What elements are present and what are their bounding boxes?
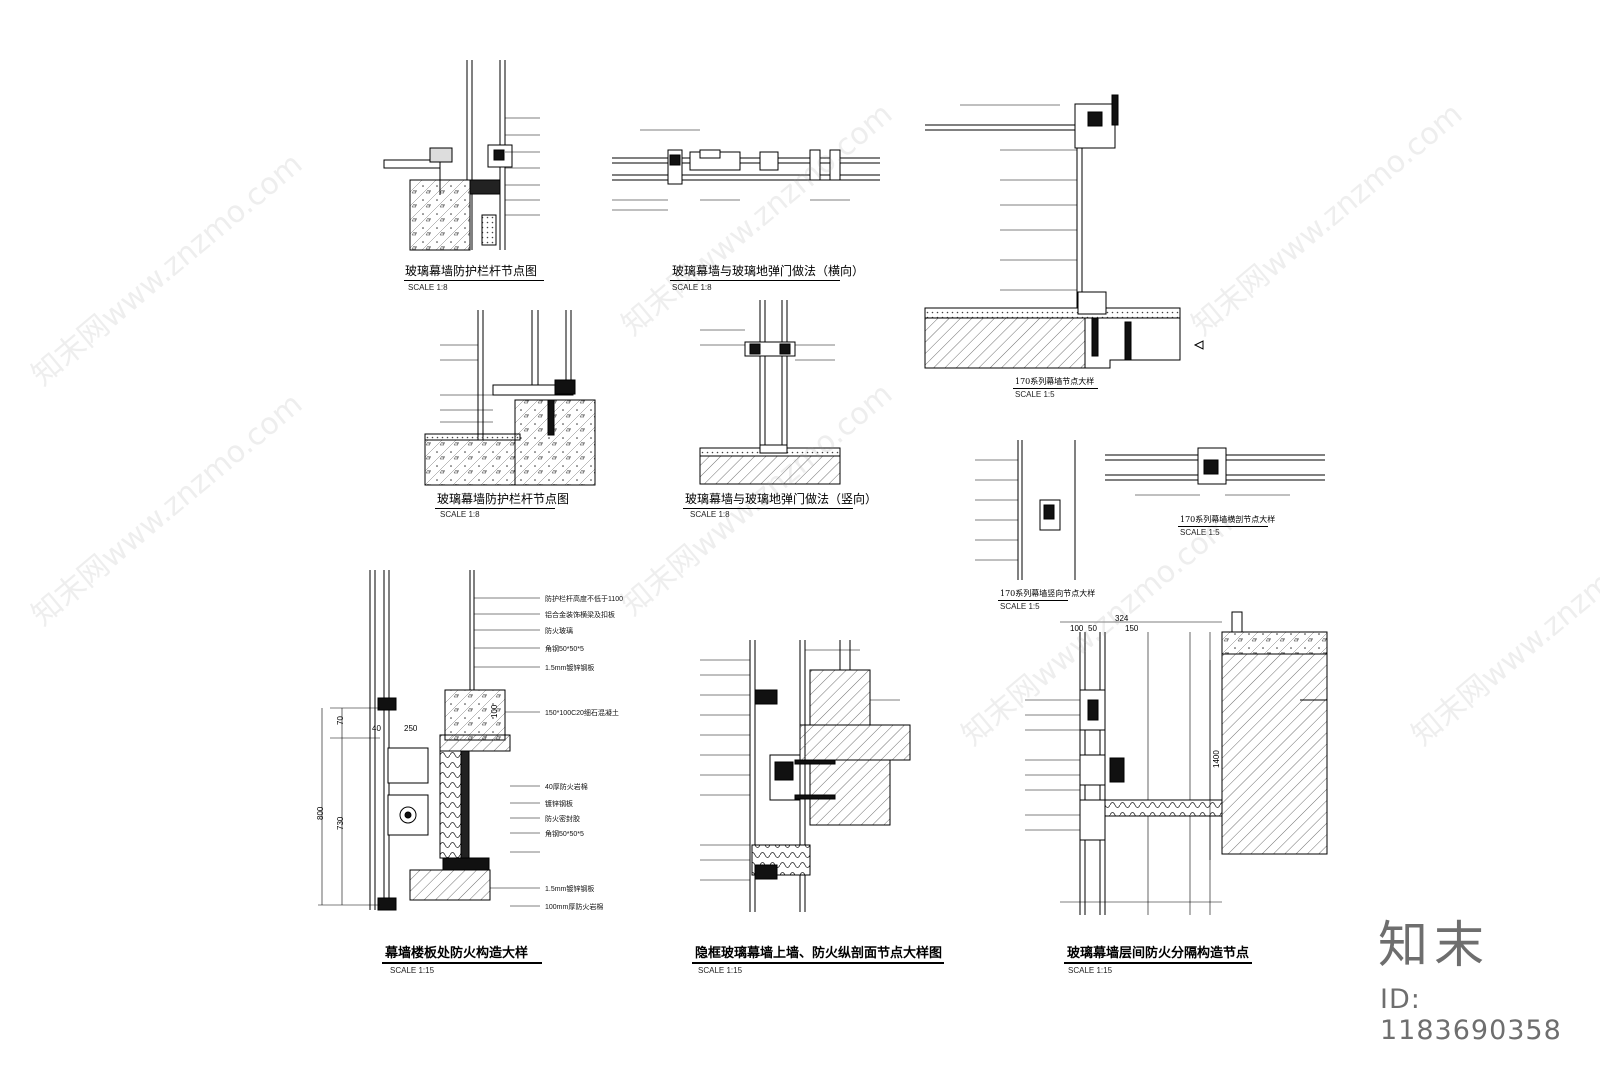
drawing-title-d1: 玻璃幕墙防护栏杆节点图 xyxy=(405,264,538,278)
dimension: 100 xyxy=(490,704,499,718)
dimension: 324 xyxy=(1115,614,1129,623)
dimension: 1400 xyxy=(1212,750,1221,768)
dimension: 50 xyxy=(1088,624,1097,633)
dimension: 250 xyxy=(404,724,418,733)
drawing-scale-d9: SCALE 1:15 xyxy=(698,966,743,975)
detail-d8 xyxy=(318,570,540,911)
note: 角钢50*50*5 xyxy=(545,646,584,653)
note: 防护栏杆高度不低于1100 xyxy=(545,596,624,603)
dimension: 100 xyxy=(1070,624,1084,633)
drawing-title-d4: 玻璃幕墙防护栏杆节点图 xyxy=(437,492,570,506)
detail-d5 xyxy=(699,300,841,485)
drawing-title-d5: 玻璃幕墙与玻璃地弹门做法（竖向） xyxy=(685,492,878,506)
brand-logo: 知末 xyxy=(1378,916,1490,974)
drawing-title-d10: 玻璃幕墙层间防火分隔构造节点 xyxy=(1067,946,1250,961)
drawing-scale-d1: SCALE 1:8 xyxy=(408,283,448,292)
drawing-title-d2: 玻璃幕墙与玻璃地弹门做法（横向） xyxy=(672,264,865,278)
note: 防火玻璃 xyxy=(545,628,573,635)
drawing-title-d6: 170系列幕墙竖向节点大样 xyxy=(1000,589,1096,598)
drawing-scale-d2: SCALE 1:8 xyxy=(672,283,712,292)
detail-d4 xyxy=(424,310,596,486)
drawing-title-d7: 170系列幕墙横剖节点大样 xyxy=(1180,515,1276,524)
note: 镀锌钢板 xyxy=(545,801,573,808)
drawing-scale-d6: SCALE 1:5 xyxy=(1000,602,1040,611)
note: 150*100C20细石混凝土 xyxy=(545,710,619,717)
detail-d6 xyxy=(975,440,1076,580)
drawing-scale-d5: SCALE 1:8 xyxy=(690,510,730,519)
note: 40厚防火岩棉 xyxy=(545,784,588,791)
dimension: 150 xyxy=(1125,624,1139,633)
detail-d2 xyxy=(612,129,880,211)
drawing-scale-d8: SCALE 1:15 xyxy=(390,966,435,975)
note: 防火密封胶 xyxy=(545,816,580,823)
dimension: 40 xyxy=(372,724,381,733)
detail-d3 xyxy=(924,94,1204,369)
drawing-scale-d10: SCALE 1:15 xyxy=(1068,966,1113,975)
drawing-scale-d4: SCALE 1:8 xyxy=(440,510,480,519)
drawing-title-d3: 170系列幕墙节点大样 xyxy=(1015,377,1095,386)
drawing-scale-d3: SCALE 1:5 xyxy=(1015,390,1055,399)
dimension: 800 xyxy=(316,806,325,820)
detail-d9 xyxy=(700,640,911,912)
note: 角钢50*50*5 xyxy=(545,831,584,838)
drawing-title-d9: 隐框玻璃幕墙上墙、防火纵剖面节点大样图 xyxy=(695,946,943,961)
detail-d10 xyxy=(1025,611,1328,915)
note: 铝合金装饰横梁及扣板 xyxy=(545,612,615,619)
drawing-scale-d7: SCALE 1:5 xyxy=(1180,528,1220,537)
brand-id: ID: 1183690358 xyxy=(1380,984,1562,1046)
dimension: 730 xyxy=(336,816,345,830)
detail-d7 xyxy=(1105,447,1325,496)
detail-d1 xyxy=(383,60,540,251)
note: 1.5mm镀锌钢板 xyxy=(545,665,595,672)
note: 1.5mm镀锌钢板 xyxy=(545,886,595,893)
note: 100mm厚防火岩棉 xyxy=(545,904,604,911)
dimension: 70 xyxy=(336,716,345,725)
drawing-title-d8: 幕墙楼板处防火构造大样 xyxy=(385,946,529,961)
